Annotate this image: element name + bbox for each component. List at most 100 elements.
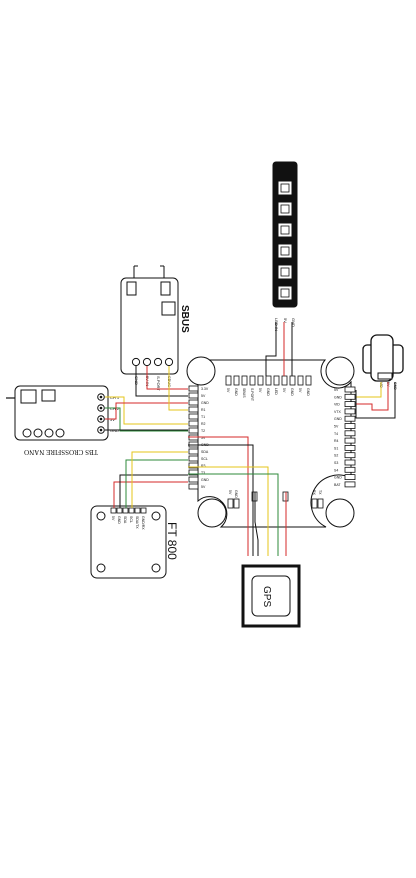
fc-pad-top <box>241 375 248 386</box>
fc-pin-label: VID <box>334 403 340 407</box>
fc-pad-right <box>344 452 356 459</box>
fc-pad-bottom <box>227 498 234 509</box>
ft800-pad <box>128 507 135 514</box>
fc-pad-bottom <box>233 498 240 509</box>
fc-pad-right <box>344 466 356 473</box>
ft800-mount-hole <box>151 511 161 521</box>
fc-pad-left <box>188 462 199 469</box>
fc-pin-label: R3 <box>201 464 206 468</box>
wire-gps-gnd <box>188 444 254 556</box>
fc-pin-label: GND <box>201 401 209 405</box>
fc-pin-label: 5V <box>201 394 206 398</box>
fc-pad-left <box>188 448 199 455</box>
sbus-pad <box>142 357 152 367</box>
wire-ft800-scl <box>131 451 188 508</box>
fc-pin-label: 5V <box>201 436 206 440</box>
fc-pin-label: R4 <box>334 439 339 443</box>
crossfire-board <box>14 385 109 441</box>
fc-pin-label: GND <box>334 476 342 480</box>
fc-pad-left <box>188 392 199 399</box>
fc-pin-label: 5V <box>298 388 302 393</box>
fc-pin-label: GND <box>266 388 270 396</box>
fc-pad-right <box>344 481 356 488</box>
fc-pin-label: 5V <box>258 388 262 393</box>
fc-pin-label: VTX <box>334 410 341 414</box>
fc-pin-label: 5V <box>334 388 339 392</box>
fc-pad-right <box>344 474 356 481</box>
fc-pad-top <box>281 375 288 386</box>
crossfire-hole <box>44 428 54 438</box>
wire-camera-gnd <box>355 382 396 419</box>
ft800-mount-hole <box>96 563 106 573</box>
fc-mount-hole <box>197 498 227 528</box>
ft800-pad <box>110 507 117 514</box>
fc-pin-label: BAT <box>334 483 341 487</box>
wire-ft800-5v <box>113 481 188 508</box>
fc-pad-top <box>249 375 256 386</box>
fc-board-outline <box>197 359 352 528</box>
fc-pin-label: RX <box>312 490 316 496</box>
fc-pin-label: T2 <box>201 429 205 433</box>
ft800-pin-label: 5V <box>111 516 115 521</box>
fc-pad-left <box>188 476 199 483</box>
fc-pad-top <box>257 375 264 386</box>
fc-pad-right <box>344 459 356 466</box>
fc-pad-top <box>225 375 232 386</box>
fc-pad-left <box>188 455 199 462</box>
fc-pin-label: GND <box>334 417 342 421</box>
led-pin-label: GND <box>291 318 296 327</box>
ft800-mount-hole <box>96 511 106 521</box>
fc-pin-label: SCL <box>201 457 208 461</box>
wire-sbus-gnd <box>135 366 188 397</box>
fc-pin-label: GND <box>234 388 238 396</box>
fc-pad-right <box>344 415 356 422</box>
fc-pin-label: S4 <box>334 468 338 472</box>
sbus-bind-button <box>161 301 176 316</box>
fc-mount-hole <box>325 498 355 528</box>
fc-pad-right <box>344 401 356 408</box>
wire-ft800-sda <box>125 459 188 508</box>
fc-pad-right <box>344 437 356 444</box>
ft800-pin-label: GND <box>117 516 121 524</box>
fc-pad-top <box>289 375 296 386</box>
fc-pin-label: S2 <box>334 454 338 458</box>
wire-gps-extra <box>254 492 259 556</box>
fc-pad-left <box>188 420 199 427</box>
wire-gps-tx <box>188 473 279 556</box>
ft800-mount-hole <box>151 563 161 573</box>
ft800-label: FT 800 <box>165 522 179 560</box>
gps-antenna <box>251 575 291 617</box>
fc-pin-label: TX <box>318 490 322 495</box>
ft800-module: 5V GND SDA SCL SDA/TX GND/RX FT 800 <box>90 505 179 579</box>
crossfire-bind-button <box>41 389 56 402</box>
fc-pad-left <box>188 399 199 406</box>
wires <box>105 322 396 556</box>
fc-pin-label: S.PORT <box>250 388 254 402</box>
fc-pad-left <box>188 406 199 413</box>
camera-lens <box>370 334 394 382</box>
fc-pin-label: S3 <box>334 461 338 465</box>
fpv-camera: VID 5V GND <box>362 334 404 390</box>
fc-pin-label: LED <box>274 388 278 395</box>
wire-led-in <box>265 322 277 376</box>
ft800-board <box>90 505 167 579</box>
fc-pin-label: SDA <box>201 450 209 454</box>
fc-pin-label: 5V <box>282 388 286 393</box>
sbus-pad <box>153 357 163 367</box>
sbus-label: SBUS <box>179 305 190 333</box>
gps-label: GPS <box>261 586 272 607</box>
fc-pad-left <box>188 483 199 490</box>
fc-pad-right <box>344 386 356 393</box>
gps-module: GPS <box>241 564 301 628</box>
fc-pad-left <box>188 385 199 392</box>
sbus-pad <box>131 357 141 367</box>
ft800-pin-label: SDA/TX <box>135 516 139 529</box>
fc-pin-label: GND <box>290 388 294 396</box>
fc-pad-top <box>233 375 240 386</box>
wire-gps-rx <box>188 466 269 556</box>
crossfire-hole <box>33 428 43 438</box>
fc-pin-label: 5V <box>226 388 230 393</box>
ft800-pin-label: SCL <box>129 516 133 523</box>
fc-pad-left <box>188 469 199 476</box>
